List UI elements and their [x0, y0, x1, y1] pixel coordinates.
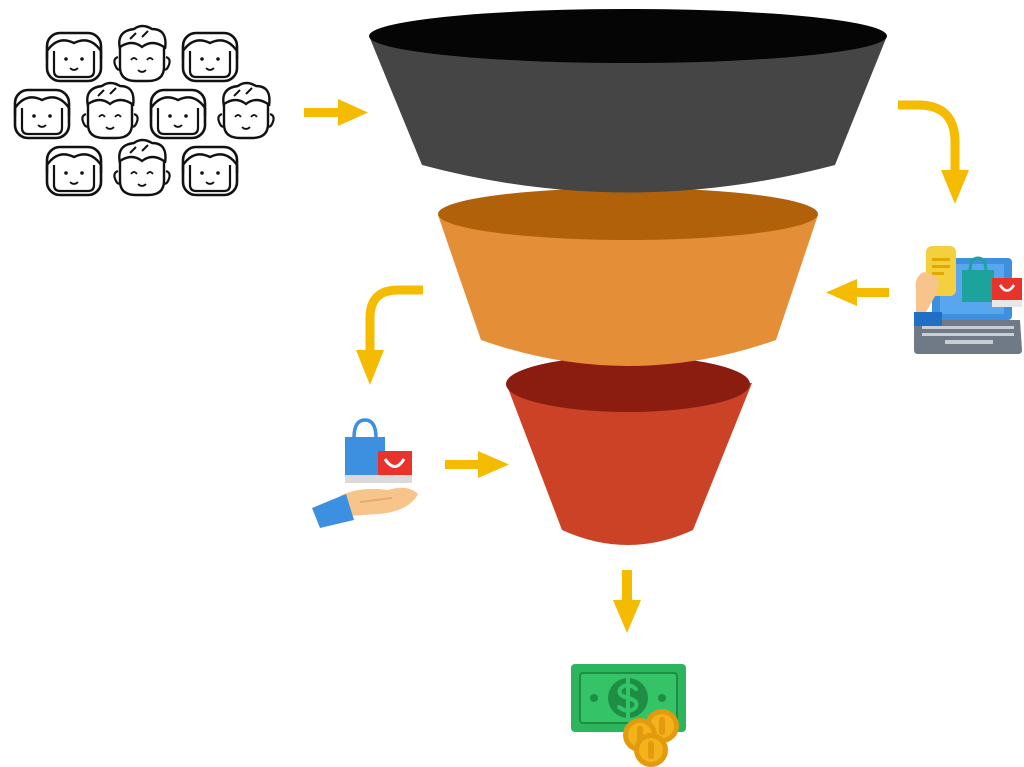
person-boy-icon: [113, 24, 171, 83]
funnel-middle-body: [438, 215, 818, 366]
person-boy-icon: [217, 81, 275, 140]
coin-stack: [623, 709, 679, 767]
funnel-middle-rim: [438, 188, 818, 240]
funnel-top-rim: [369, 9, 887, 63]
person-girl-icon: [149, 88, 207, 140]
person-girl-icon: [45, 31, 103, 83]
person-girl-icon: [45, 145, 103, 197]
funnel-middle-stage: [438, 188, 818, 366]
person-boy-icon: [81, 81, 139, 140]
laptop-shopping-icon: [914, 246, 1022, 354]
funnel-bottom-rim: [506, 356, 750, 412]
arrows: [304, 99, 969, 633]
visitors-people-icon-group: [13, 24, 275, 197]
person-boy-icon: [113, 138, 171, 197]
arrow-right-1: [304, 99, 368, 126]
funnel-top-stage: [369, 9, 887, 193]
arrow-curved-down-left: [356, 285, 423, 385]
arrow-down: [613, 570, 641, 633]
hand-shopping-bags-icon: [312, 418, 418, 528]
person-girl-icon: [13, 88, 71, 140]
arrow-curved-down-right: [898, 100, 969, 204]
funnel-bottom-stage: [506, 356, 752, 545]
arrow-left: [826, 279, 889, 306]
person-girl-icon: [181, 145, 239, 197]
funnel-top-body: [369, 36, 887, 193]
funnel: [369, 9, 887, 545]
person-girl-icon: [181, 31, 239, 83]
money-coins-icon: [571, 664, 686, 767]
funnel-bottom-body: [506, 383, 752, 545]
arrow-right-2: [445, 451, 509, 478]
